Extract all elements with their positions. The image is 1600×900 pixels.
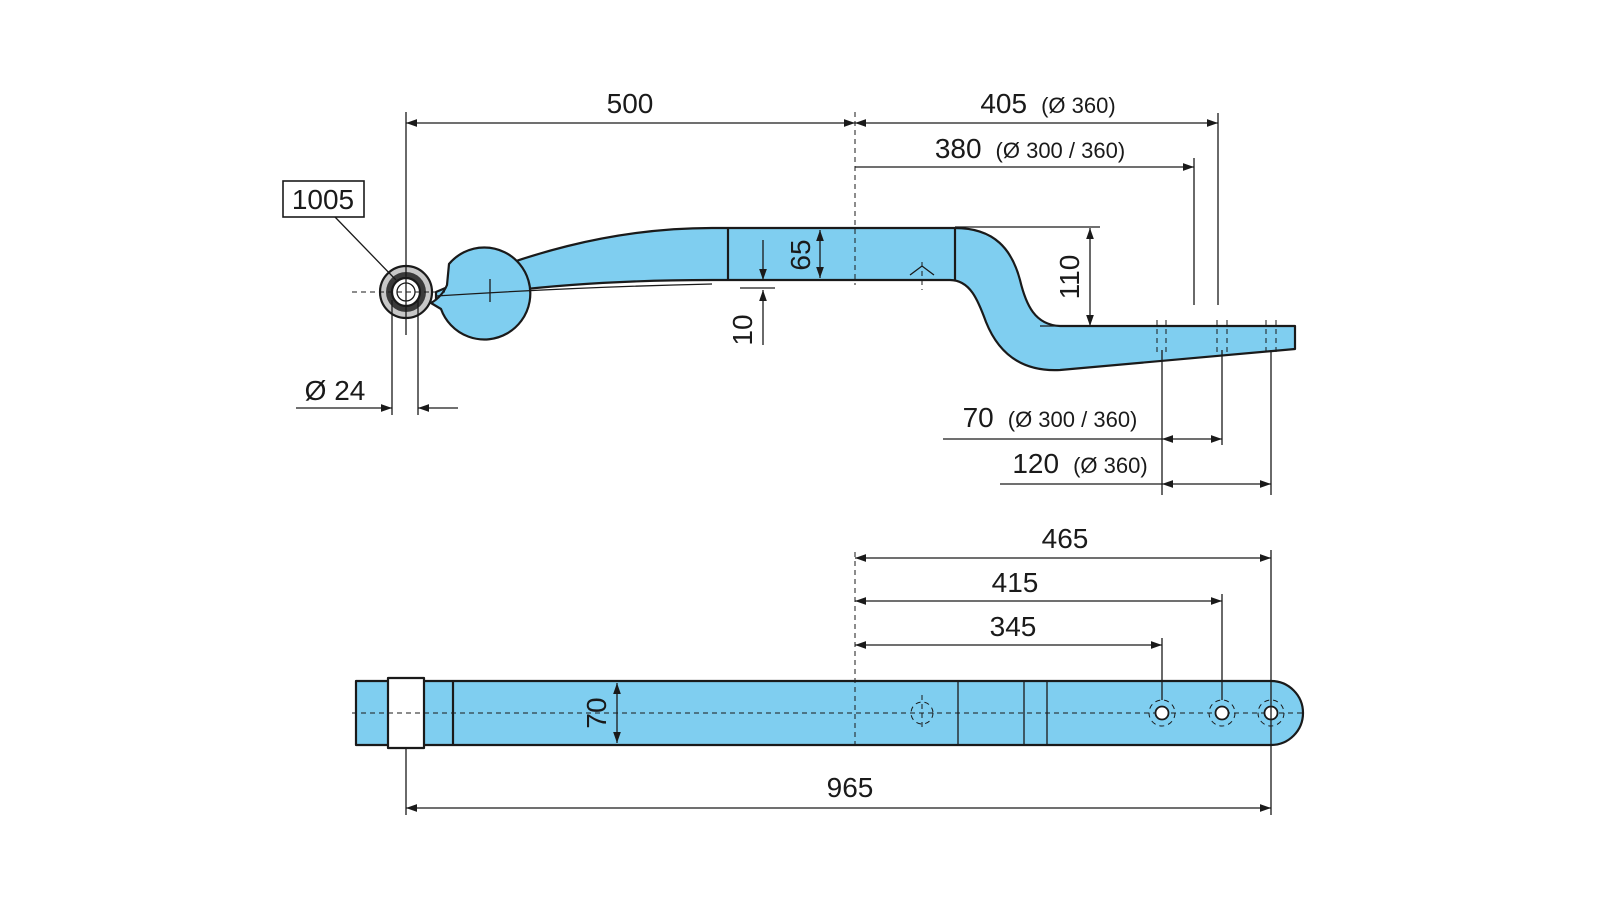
hole-345-outer: [1148, 699, 1176, 727]
hole-345: [1154, 705, 1170, 721]
dim-width-70-label: 70: [581, 697, 612, 728]
dim-65-label: 65: [785, 239, 816, 270]
part-ref-number: 1005: [292, 184, 354, 215]
dim-345-label: 345: [990, 611, 1037, 642]
dim-110-label: 110: [1054, 255, 1085, 300]
top-view: 465 415 345 70 965: [352, 523, 1305, 815]
dim-405-label: 405 (Ø 360): [980, 88, 1115, 119]
dim-965-label: 965: [827, 772, 874, 803]
part-ref-box: [282, 180, 365, 218]
side-view: 500 405 (Ø 360) 380 (Ø 300 / 360) 65 10 …: [282, 88, 1297, 495]
dim-10-label: 10: [727, 314, 758, 345]
dim-hole-70-label: 70 (Ø 300 / 360): [963, 402, 1138, 433]
dim-465-label: 465: [1042, 523, 1089, 554]
dim-380-label: 380 (Ø 300 / 360): [935, 133, 1125, 164]
dim-500-label: 500: [607, 88, 654, 119]
spring-leaf-body: [434, 226, 1297, 372]
hole-415: [1214, 705, 1230, 721]
dim-hole-120-label: 120 (Ø 360): [1012, 448, 1147, 479]
hole-415-outer: [1208, 699, 1236, 727]
dim-eye-diameter-label: Ø 24: [305, 375, 366, 406]
dim-415-label: 415: [992, 567, 1039, 598]
